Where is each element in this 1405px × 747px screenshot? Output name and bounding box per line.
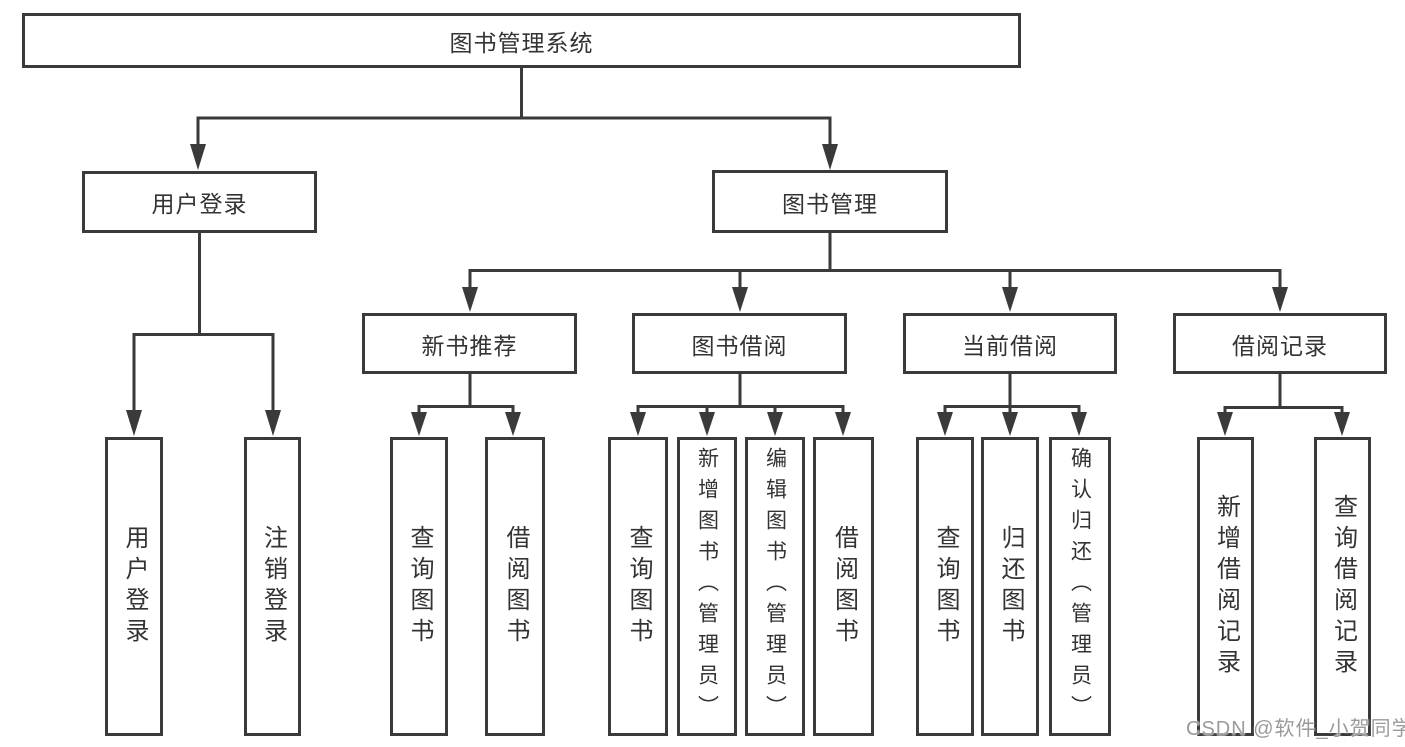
leaf-user-login: 用户登录 xyxy=(105,437,163,736)
leaf-label: 查询图书 xyxy=(406,524,433,649)
leaf-label: 查询图书 xyxy=(625,524,652,649)
node-book-borrow: 图书借阅 xyxy=(632,313,847,374)
node-label: 图书管理 xyxy=(782,190,878,217)
connector-root-to-level2 xyxy=(190,68,838,170)
node-label: 借阅记录 xyxy=(1232,332,1328,359)
leaf-label: 查询图书 xyxy=(932,524,959,649)
leaf-query-borrow-record: 查询借阅记录 xyxy=(1314,437,1371,736)
leaf-label: 新增图书（管理员） xyxy=(695,447,719,726)
leaf-query-books-current: 查询图书 xyxy=(916,437,974,736)
node-user-login: 用户登录 xyxy=(82,171,317,233)
leaf-label: 借阅图书 xyxy=(502,524,529,649)
connector-bookborrow-to-leaves xyxy=(630,374,851,436)
node-label: 图书管理系统 xyxy=(449,29,594,56)
connector-bookmgmt-to-level3 xyxy=(462,233,1288,312)
node-new-book-recommend: 新书推荐 xyxy=(362,313,577,374)
node-label: 当前借阅 xyxy=(962,332,1058,359)
node-root-system: 图书管理系统 xyxy=(22,13,1021,68)
leaf-borrow-books-recommend: 借阅图书 xyxy=(485,437,545,736)
leaf-label: 注销登录 xyxy=(259,524,287,649)
leaf-label: 用户登录 xyxy=(121,524,148,649)
node-label: 新书推荐 xyxy=(421,332,518,359)
leaf-return-books: 归还图书 xyxy=(981,437,1039,736)
connector-newbook-to-leaves xyxy=(411,374,521,436)
node-book-management: 图书管理 xyxy=(712,170,948,233)
leaf-query-books-borrow: 查询图书 xyxy=(608,437,668,736)
leaf-add-borrow-record: 新增借阅记录 xyxy=(1197,437,1254,736)
node-label: 图书借阅 xyxy=(691,332,788,359)
csdn-watermark: CSDN @软件_小贺同学 xyxy=(1186,718,1405,740)
node-borrow-records: 借阅记录 xyxy=(1173,313,1387,374)
leaf-add-books-admin: 新增图书（管理员） xyxy=(677,437,737,736)
leaf-label: 编辑图书（管理员） xyxy=(763,447,787,726)
leaf-label: 借阅图书 xyxy=(830,524,858,649)
leaf-borrow-books: 借阅图书 xyxy=(813,437,874,736)
leaf-label: 归还图书 xyxy=(997,524,1024,649)
connector-userlogin-to-leaves xyxy=(126,233,281,436)
connector-currentborrow-to-leaves xyxy=(937,374,1087,436)
node-label: 用户登录 xyxy=(151,191,248,217)
leaf-label: 新增借阅记录 xyxy=(1212,493,1240,680)
leaf-confirm-return-admin: 确认归还（管理员） xyxy=(1049,437,1111,736)
leaf-label: 查询借阅记录 xyxy=(1329,493,1357,680)
node-current-borrow: 当前借阅 xyxy=(903,313,1117,374)
leaf-edit-books-admin: 编辑图书（管理员） xyxy=(745,437,805,736)
leaf-label: 确认归还（管理员） xyxy=(1068,447,1092,726)
leaf-query-books-recommend: 查询图书 xyxy=(390,437,448,736)
connector-borrowrecords-to-leaves xyxy=(1217,374,1350,436)
leaf-logout: 注销登录 xyxy=(244,437,301,736)
